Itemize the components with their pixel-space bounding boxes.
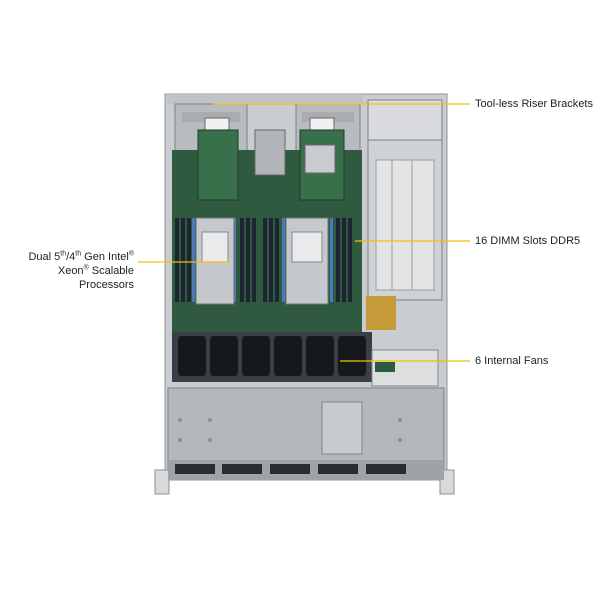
processors-label-line1: Dual 5th/4th Gen Intel® [28, 250, 134, 263]
processors-label: Dual 5th/4th Gen Intel® Xeon® Scalable P… [28, 250, 134, 292]
dimm-slots-label: 16 DIMM Slots DDR5 [475, 235, 581, 247]
processors-label-line2: Xeon® Scalable Processors [57, 264, 134, 291]
internal-fans-label: 6 Internal Fans [475, 355, 549, 367]
callout-lines [138, 103, 470, 362]
riser-brackets-label: Tool-less Riser Brackets [475, 98, 593, 110]
